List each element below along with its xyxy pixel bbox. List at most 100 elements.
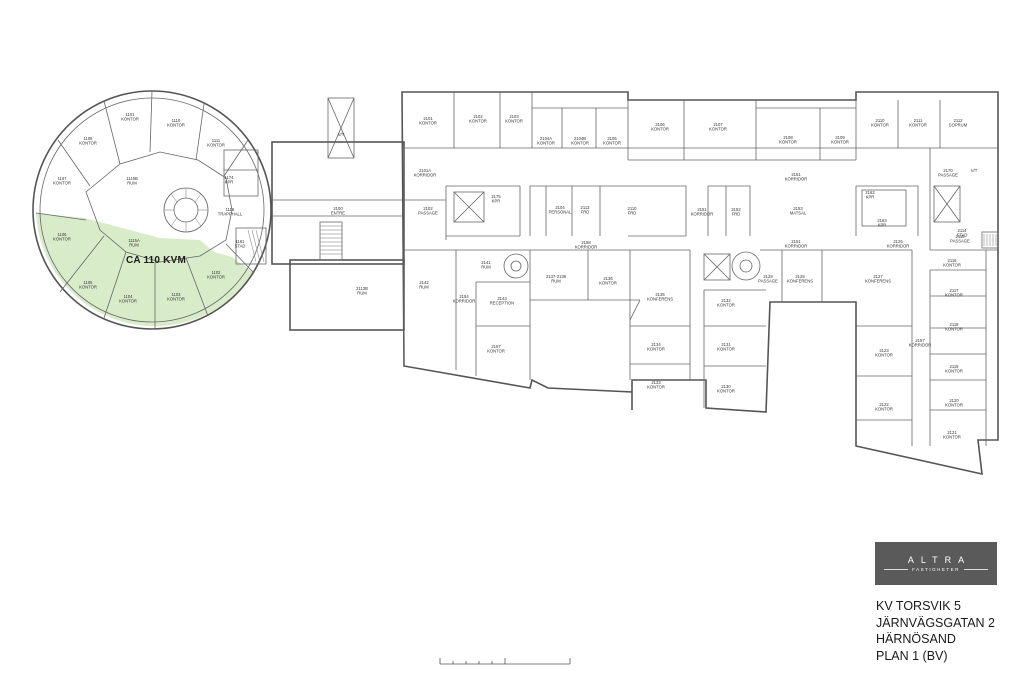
room-number: 2116	[947, 258, 957, 263]
room-number: 1161	[235, 239, 245, 244]
room-name: ENTRE	[331, 211, 345, 216]
room-number: 2130	[721, 384, 731, 389]
room-number: 2101A	[419, 168, 431, 173]
room-number: 2118	[949, 322, 959, 327]
room-number: 1110	[172, 118, 181, 123]
room-number: 1102	[211, 270, 221, 275]
area-label: CA 110 KVM	[126, 255, 186, 266]
room-name: KONTOR	[943, 263, 961, 268]
room-name: KONTOR	[469, 119, 487, 124]
room-name: KONTOR	[571, 141, 589, 146]
room-number: 2142	[419, 280, 429, 285]
room-number: 2121	[947, 430, 957, 435]
middle-partitions	[403, 148, 919, 366]
room-number: 2137-2138	[546, 274, 567, 279]
room-number: 2114	[957, 228, 967, 233]
room-name: KONTOR	[167, 297, 185, 302]
room-number: 1115A	[128, 238, 140, 243]
logo-sub-text: FASTIGHETER	[912, 567, 960, 572]
room-name: KPR	[866, 195, 875, 200]
room-number: 2143	[497, 296, 507, 301]
room-number: 2109	[835, 135, 845, 140]
room-number: 2105	[607, 136, 617, 141]
room-name: KONTOR	[53, 237, 71, 242]
round-stair-block	[235, 227, 267, 265]
address-line-3: HÄRNÖSAND	[876, 632, 956, 646]
room-number: 2154	[459, 294, 469, 299]
room-number: 2135	[655, 292, 665, 297]
main-outer-wall	[401, 91, 999, 476]
right-stair	[981, 231, 999, 249]
room-name: KONTOR	[875, 407, 893, 412]
room-number: 2132	[721, 298, 731, 303]
room-name: KORRIDOR	[453, 299, 476, 304]
room-number: 2141	[481, 260, 491, 265]
lower-left-partitions	[404, 249, 641, 380]
room-name: KONTOR	[603, 141, 621, 146]
room-name: RUM	[127, 181, 137, 186]
room-number: 2175	[491, 194, 501, 199]
room-number: 2133	[651, 380, 661, 385]
room-name: KONTOR	[647, 385, 665, 390]
room-name: KONTOR	[831, 140, 849, 145]
room-name: KONTOR	[651, 127, 669, 132]
room-number: 1101	[125, 112, 135, 117]
room-name: KONTOR	[647, 347, 665, 352]
room-name: KPR	[492, 199, 501, 204]
room-name: KORRIDOR	[575, 245, 598, 250]
room-name: STAD	[235, 244, 246, 249]
room-name: RUM	[551, 279, 561, 284]
room-name: KPR	[878, 223, 887, 228]
room-number: 2123	[879, 348, 889, 353]
room-number: 2134	[651, 342, 661, 347]
room-number: 1105	[83, 280, 93, 285]
room-name: TRAPPHALL	[218, 212, 243, 217]
room-number: 2119	[949, 364, 959, 369]
room-name: KONTOR	[419, 121, 437, 126]
room-name: FRD	[628, 211, 637, 216]
room-name: RUM	[481, 265, 491, 270]
room-name: KONTOR	[53, 181, 71, 186]
room-number: 1104	[123, 294, 133, 299]
room-number: 2157	[915, 338, 925, 343]
altra-logo: ALTRA FASTIGHETER	[875, 542, 997, 585]
round-wc-block	[223, 149, 259, 197]
round-stair	[163, 187, 209, 233]
elevator-1	[453, 191, 485, 223]
room-number: 1116	[226, 207, 235, 212]
room-name: KONTOR	[167, 123, 185, 128]
spiral-stair-2	[503, 253, 529, 279]
